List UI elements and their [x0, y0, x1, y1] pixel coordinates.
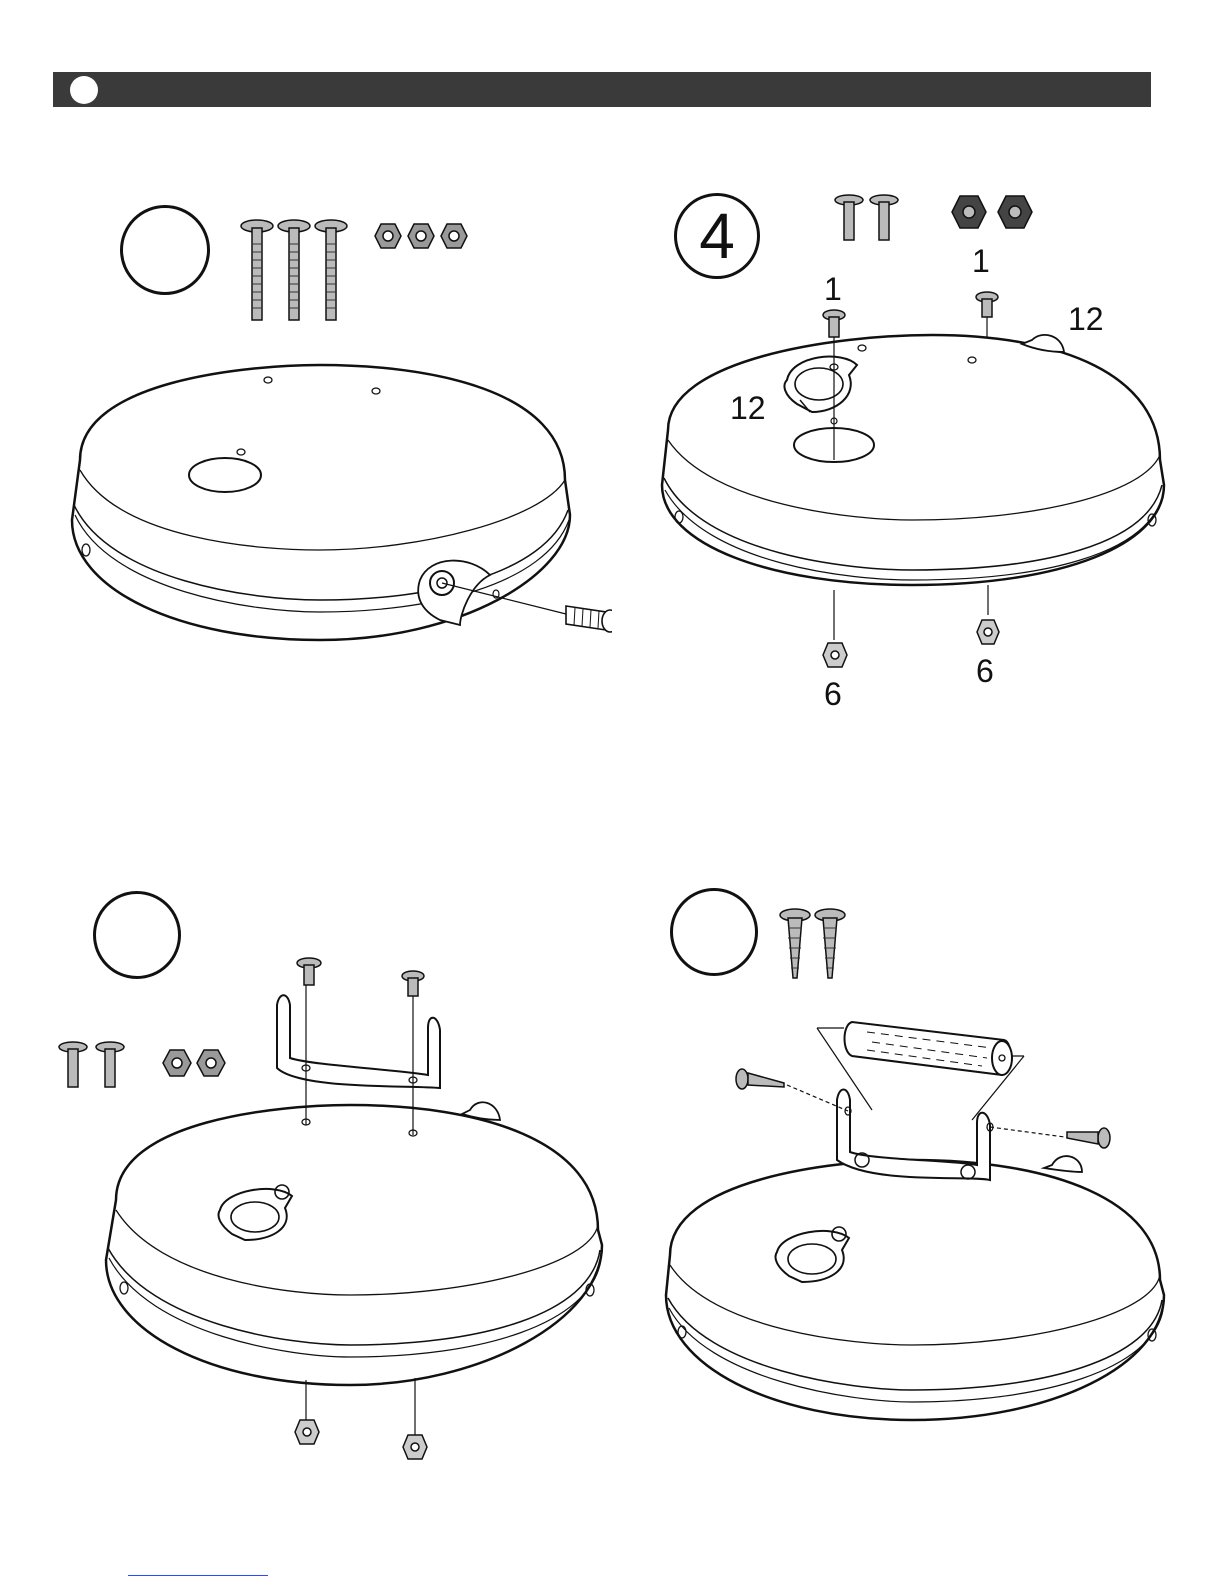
bolt-icon [870, 195, 898, 240]
callout-part-12: 12 [1068, 303, 1104, 335]
lid-with-hinge-drawing [0, 0, 612, 760]
long-bolt-icon [315, 220, 347, 320]
step-number-circle [670, 888, 758, 976]
lid-with-vent-drawing [612, 0, 1225, 760]
wood-screw-icon [1067, 1128, 1110, 1148]
bolt-icon [402, 971, 424, 996]
long-bolt-icon [241, 220, 273, 320]
lock-nut-icon [952, 196, 986, 228]
nut-icon [977, 620, 999, 644]
panel-step-c [0, 820, 612, 1540]
nut-icon [295, 1420, 319, 1444]
bolt-icon [59, 1042, 87, 1087]
step-number-circle [93, 891, 181, 979]
callout-part-12: 12 [730, 392, 766, 424]
nut-icon [197, 1050, 225, 1076]
bolt-icon [823, 310, 845, 337]
callout-bolt-count: 1 [824, 273, 842, 305]
footer-link[interactable] [128, 1575, 268, 1577]
step-number-circle: 4 [674, 193, 760, 279]
step-number-circle [120, 205, 210, 295]
bolt-icon [96, 1042, 124, 1087]
bolt-icon [976, 292, 998, 317]
long-bolt-icon [278, 220, 310, 320]
lock-nut-icon [998, 196, 1032, 228]
lid-with-bracket-drawing [0, 820, 612, 1540]
nut-icon [163, 1050, 191, 1076]
nut-icon [403, 1435, 427, 1459]
nut-icon [375, 224, 401, 248]
nut-icon [408, 224, 434, 248]
nut-icon [823, 643, 847, 667]
panel-step-d [612, 820, 1225, 1540]
callout-nut-count: 6 [824, 678, 842, 710]
nut-icon [441, 224, 467, 248]
bolt-icon [297, 958, 321, 985]
panel-step-a [0, 0, 612, 760]
bolt-icon [835, 195, 863, 240]
panel-step-4: 4 1 1 12 12 6 6 [612, 0, 1225, 760]
wood-screw-icon [736, 1069, 784, 1089]
callout-nut-count: 6 [976, 655, 994, 687]
callout-bolt-count: 1 [972, 245, 990, 277]
